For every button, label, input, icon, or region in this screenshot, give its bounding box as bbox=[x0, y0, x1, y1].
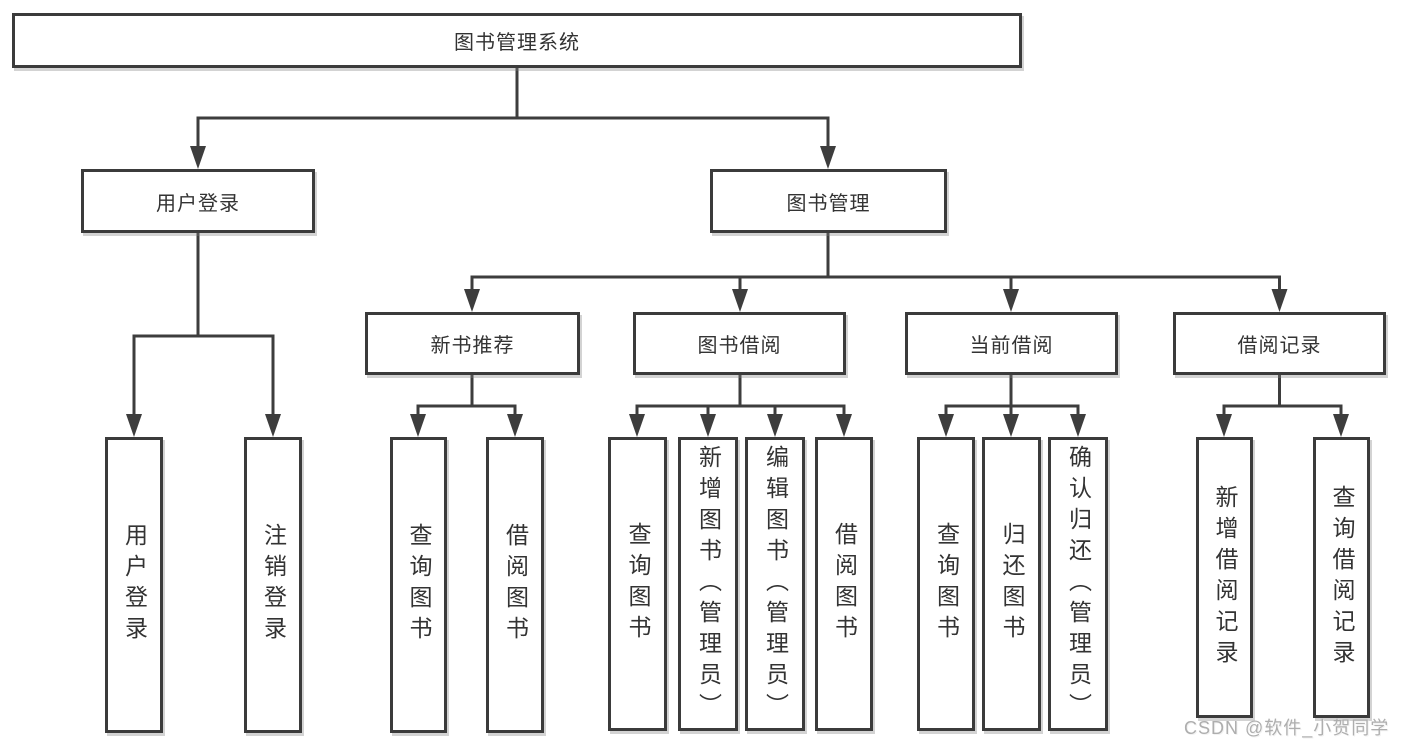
leaf-return-book: 归还图书 bbox=[982, 437, 1041, 731]
leaf-query-book-2: 查询图书 bbox=[608, 437, 667, 731]
leaf-add-borrow-record: 新增借阅记录 bbox=[1196, 437, 1253, 718]
node-book-borrowing: 图书借阅 bbox=[633, 312, 846, 375]
leaf-query-book-3: 查询图书 bbox=[917, 437, 975, 731]
node-borrowing-records: 借阅记录 bbox=[1173, 312, 1386, 375]
node-user-login: 用户登录 bbox=[81, 169, 315, 233]
leaf-add-book-admin: 新增图书（管理员） bbox=[678, 437, 738, 731]
leaf-edit-book-admin: 编辑图书（管理员） bbox=[745, 437, 805, 731]
leaf-query-book-1: 查询图书 bbox=[390, 437, 447, 733]
node-new-book-recommend: 新书推荐 bbox=[365, 312, 580, 375]
leaf-logout: 注销登录 bbox=[244, 437, 302, 733]
leaf-query-borrow-record: 查询借阅记录 bbox=[1313, 437, 1370, 718]
leaf-borrow-book-2: 借阅图书 bbox=[815, 437, 873, 731]
arrowheads bbox=[126, 146, 1349, 437]
leaf-user-login: 用户登录 bbox=[105, 437, 163, 733]
node-library-system: 图书管理系统 bbox=[12, 13, 1022, 68]
node-current-borrowing: 当前借阅 bbox=[905, 312, 1118, 375]
leaf-borrow-book-1: 借阅图书 bbox=[486, 437, 544, 733]
node-book-management: 图书管理 bbox=[710, 169, 947, 233]
leaf-confirm-return-admin: 确认归还（管理员） bbox=[1048, 437, 1108, 731]
watermark: CSDN @软件_小贺同学 bbox=[1184, 718, 1390, 738]
